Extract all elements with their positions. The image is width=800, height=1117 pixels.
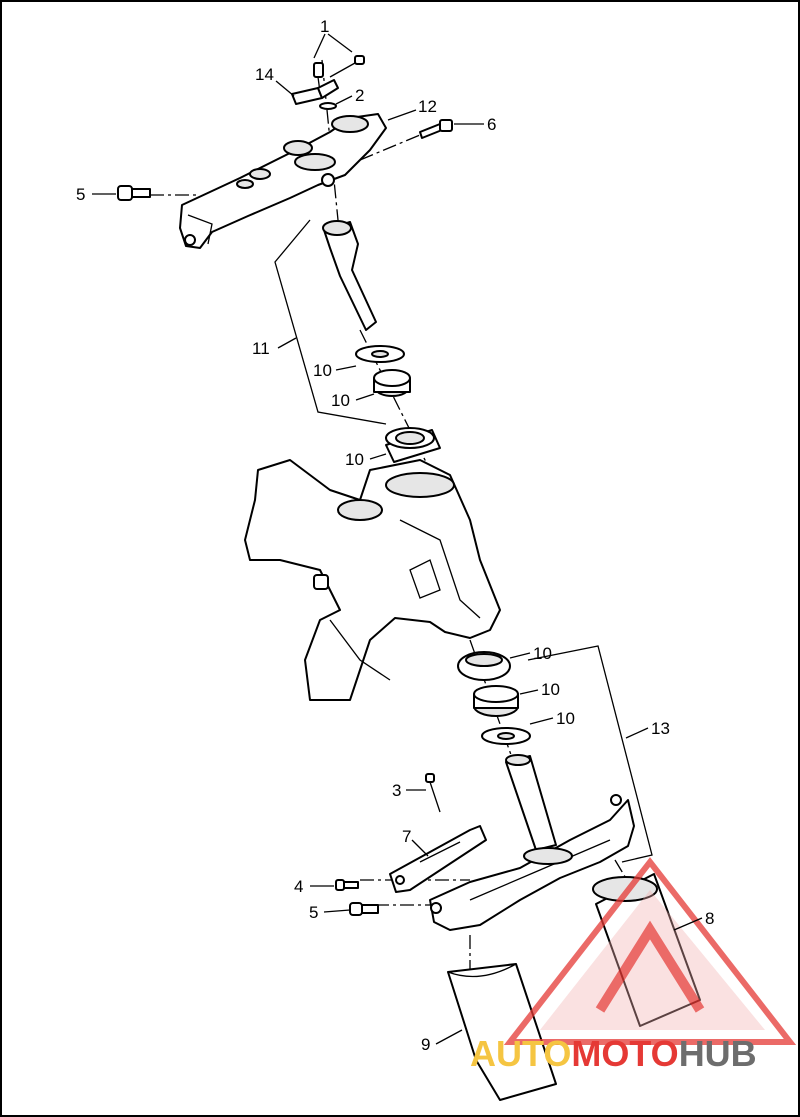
callout-14: 14	[255, 65, 274, 84]
callout-8: 8	[705, 909, 714, 928]
callout-13: 13	[651, 719, 670, 738]
callout-10-b: 10	[331, 391, 350, 410]
callout-9: 9	[421, 1035, 430, 1054]
steering-stem-part-11	[322, 220, 377, 331]
screw-part-3	[425, 773, 441, 813]
callout-7: 7	[402, 827, 411, 846]
callout-10-e: 10	[541, 680, 560, 699]
callout-3: 3	[392, 781, 401, 800]
watermark-text: AUTOMOTOHUB	[470, 1033, 757, 1074]
lower-triple-clamp-part-13	[429, 754, 635, 931]
race-part-10-d	[457, 651, 511, 681]
callout-2: 2	[355, 86, 364, 105]
clip-part-14	[291, 79, 339, 105]
callout-1: 1	[320, 17, 329, 36]
bracket-part-7	[389, 825, 487, 893]
callout-labels: 1 14 2 12 6 5 11 10 10 10 10 10 10 13 3 …	[76, 17, 714, 1054]
callout-10-a: 10	[313, 361, 332, 380]
svg-text:AUTOMOTOHUB: AUTOMOTOHUB	[470, 1033, 757, 1074]
leader-lines	[92, 33, 703, 1045]
washer-part-10-f	[481, 727, 531, 745]
callout-10-f: 10	[556, 709, 575, 728]
watermark-hub: HUB	[679, 1033, 757, 1074]
race-part-10-c	[385, 427, 441, 463]
bolt-part-5-upper	[117, 185, 151, 201]
washer-part-10-a	[355, 345, 405, 363]
callout-5-lower: 5	[309, 903, 318, 922]
bolt-part-6	[419, 119, 453, 139]
watermark-auto: AUTO	[470, 1033, 571, 1074]
bearing-part-10-b	[373, 369, 411, 397]
washer-part-2	[319, 102, 337, 110]
watermark-moto: MOTO	[571, 1033, 678, 1074]
callout-5-upper: 5	[76, 185, 85, 204]
callout-12: 12	[418, 97, 437, 116]
callout-10-d: 10	[533, 644, 552, 663]
bolt-part-5-lower	[349, 902, 379, 916]
callout-6: 6	[487, 115, 496, 134]
watermark-logo-triangle	[503, 857, 797, 1045]
upper-triple-clamp-part-12	[179, 113, 387, 249]
screw-part-4	[335, 879, 359, 891]
callout-10-c: 10	[345, 450, 364, 469]
frame-head-tube	[244, 459, 501, 701]
cover-part-9	[447, 963, 557, 1101]
callout-4: 4	[294, 877, 303, 896]
bearing-part-10-e	[473, 685, 519, 717]
callout-11: 11	[252, 339, 270, 358]
